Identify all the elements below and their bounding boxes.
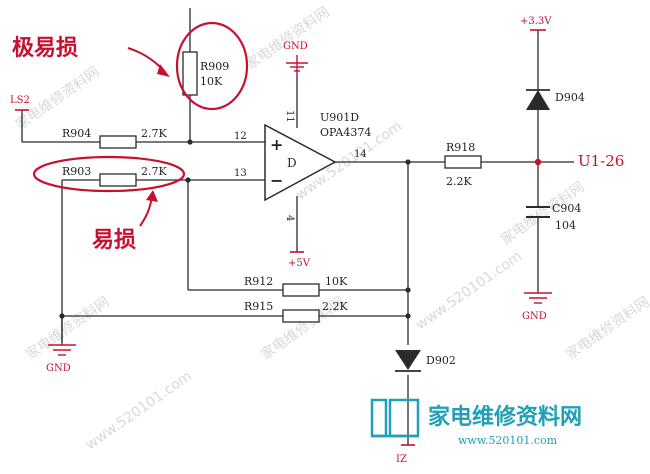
r918-ref: R918	[446, 141, 475, 154]
junction-dot	[405, 159, 411, 165]
junction-dot	[534, 158, 542, 166]
gnd-top-label: GND	[283, 41, 308, 52]
r912-value: 10K	[325, 275, 348, 288]
watermark-cn: 家电维修资料网	[23, 293, 113, 363]
opamp-ref: U901D	[320, 111, 359, 124]
opamp-part: OPA4374	[320, 126, 371, 139]
power-3v3: +3.3V	[520, 16, 552, 31]
junctions	[59, 139, 542, 319]
gnd-left-label: GND	[46, 363, 71, 374]
annotation-very-vulnerable: 极易损	[12, 36, 170, 77]
r903-value: 2.7K	[141, 165, 167, 178]
gnd-symbol-right: GND	[522, 292, 552, 322]
junction-dot	[187, 139, 193, 145]
opamp-pin-13: 13	[234, 168, 247, 179]
annotation-vulnerable: 易损	[92, 190, 158, 253]
logo-site-url: www.520101.com	[458, 434, 558, 447]
watermark-url: www.520101.com	[413, 248, 525, 333]
site-logo: 家电维修资料网 www.520101.com	[370, 398, 582, 447]
r909-value: 10K	[200, 75, 223, 88]
wires	[21, 8, 574, 445]
r912-ref: R912	[244, 275, 273, 288]
resistor-r909: R909 10K	[182, 51, 229, 96]
net-u1-26: U1-26	[578, 152, 624, 170]
capacitor-c904: C904 104	[526, 202, 581, 232]
r904-value: 2.7K	[141, 127, 167, 140]
opamp-pin-11: 11	[284, 110, 295, 123]
junction-dot	[405, 313, 411, 319]
opamp-plus-sign: +	[270, 135, 283, 154]
r915-ref: R915	[244, 300, 273, 313]
resistor-r918: R918 2.2K	[444, 141, 482, 188]
watermark-cn: 家电维修资料网	[563, 293, 650, 363]
resistor-r915: R915 2.2K	[244, 300, 348, 323]
junction-dot	[405, 287, 411, 293]
r904-ref: R904	[62, 127, 91, 140]
highlight-r909	[175, 21, 249, 111]
diode-d904: D904	[526, 89, 585, 110]
diode-d902: D902	[395, 350, 456, 372]
logo-site-cn: 家电维修资料网	[428, 404, 582, 430]
gnd-right-label: GND	[522, 311, 547, 322]
opamp-unit-letter: D	[287, 156, 297, 170]
power-5v: +5V	[288, 251, 311, 269]
opamp-pin-4: 4	[284, 215, 295, 221]
opamp-minus-sign: −	[270, 171, 283, 190]
d902-ref: D902	[426, 354, 456, 367]
d904-ref: D904	[555, 91, 585, 104]
u1-26-label: U1-26	[578, 152, 624, 170]
c904-value: 104	[555, 219, 576, 232]
r915-value: 2.2K	[322, 300, 348, 313]
net-iz: IZ	[396, 444, 415, 465]
gnd-symbol-left: GND	[46, 344, 76, 374]
resistor-r903: R903 2.7K	[62, 165, 167, 187]
iz-label: IZ	[396, 454, 407, 465]
junction-dot	[185, 177, 191, 183]
v5-label: +5V	[288, 258, 311, 269]
opamp-pin-14: 14	[354, 149, 367, 160]
gnd-symbol-top: GND	[283, 41, 308, 75]
net-ls2: LS2	[10, 95, 30, 111]
r903-ref: R903	[62, 165, 91, 178]
c904-ref: C904	[552, 202, 581, 215]
highlight-r903	[32, 155, 186, 193]
r909-ref: R909	[200, 60, 229, 73]
v33-label: +3.3V	[520, 16, 552, 27]
opamp-u901d: + − D U901D OPA4374 11 4 12 13 14	[234, 110, 371, 221]
r918-value: 2.2K	[446, 175, 472, 188]
ls2-label: LS2	[10, 95, 30, 106]
very-vulnerable-label: 极易损	[12, 36, 78, 61]
watermark-url: www.520101.com	[83, 368, 195, 453]
vulnerable-label: 易损	[92, 228, 136, 253]
opamp-pin-12: 12	[234, 131, 247, 142]
resistor-r912: R912 10K	[244, 275, 348, 297]
resistor-r904: R904 2.7K	[62, 127, 167, 149]
junction-dot	[59, 313, 65, 319]
